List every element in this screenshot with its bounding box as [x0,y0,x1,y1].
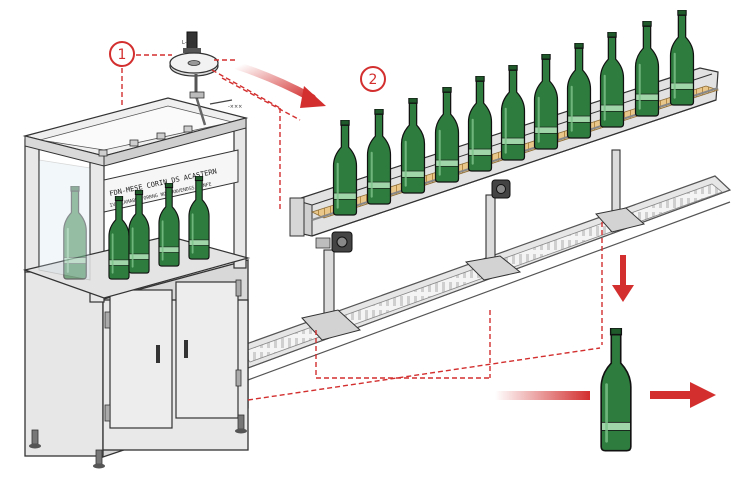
conveyor-bottle [332,120,358,216]
conveyor-bottle [533,54,559,150]
conveyor-bottle [500,65,526,161]
conveyor-bottle [467,76,493,172]
conveyor-bottle [669,10,695,106]
rotary-cap-head-icon: L-×× -××× [169,31,242,126]
callout-2-number: 2 [369,72,378,88]
arrow-down-icon [612,255,634,302]
filling-machine: FDN-MESE CORIN DS ACASTERN IVE LAMABUA O… [22,97,251,469]
arrow-right-icon [650,382,716,408]
arrow-right-icon [234,62,326,108]
output-bottle [599,328,633,452]
conveyor-bottle [599,32,625,128]
arrow-right-icon [495,391,590,400]
callout-2: 2 [360,66,386,92]
conveyor-bottles [332,10,695,216]
motor-icon [331,231,353,253]
conveyor-bottle [434,87,460,183]
side-tag: -××× [228,104,242,110]
callout-1: 1 [109,41,135,67]
motor-icon [491,179,511,199]
callout-1-number: 1 [118,47,127,63]
nozzle-tag: L-×× [182,40,195,46]
conveyor-bottle [400,98,426,194]
dashed-leader-lines [121,54,603,401]
conveyor-bottle [566,43,592,139]
conveyor-bottle [634,21,660,117]
conveyor-bottle [366,109,392,205]
